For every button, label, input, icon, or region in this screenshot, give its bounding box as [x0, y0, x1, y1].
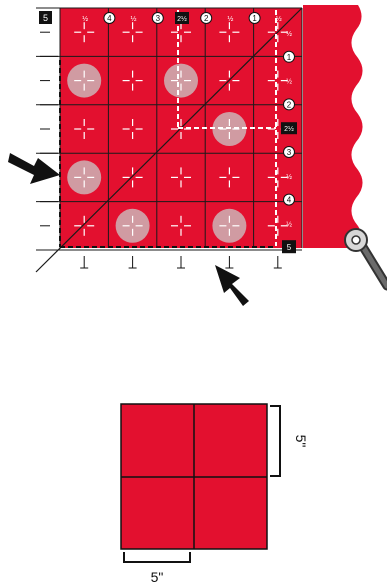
ruler-side-label: ½ [286, 220, 292, 228]
ruler-side-label: 2 [287, 100, 292, 109]
ruler-side-label: ½ [286, 268, 292, 276]
height-dimension [270, 406, 280, 476]
result-block [121, 404, 267, 549]
ruler-side-label: 2½ [284, 125, 294, 133]
ruler-circle [67, 64, 101, 98]
width-dimension [124, 552, 190, 562]
width-label: 5" [151, 569, 164, 585]
ruler-circle [67, 160, 101, 194]
ruler-side-label: 5 [287, 243, 292, 252]
ruler-side-label: ½ [286, 30, 292, 38]
ruler-circle [164, 64, 198, 98]
ruler-top-label: 2 [204, 14, 209, 23]
ruler-top-label: 2½ [177, 15, 187, 23]
ruler-side-label: 3 [287, 148, 292, 157]
ruler-top-label: 1 [252, 14, 257, 23]
height-label: 5" [293, 435, 309, 448]
corner-badge-label: 5 [43, 13, 48, 23]
ruler-top-label: ½ [131, 15, 137, 23]
ruler-top-label: 4 [107, 14, 112, 23]
ruler-top-label: ½ [276, 15, 282, 23]
ruler-circle [212, 209, 246, 243]
ruler-top-label: 3 [156, 14, 161, 23]
ruler-top-label: ½ [82, 15, 88, 23]
ruler-side-label: 4 [287, 196, 292, 205]
rotary-cutter-icon [345, 229, 387, 286]
ruler-top-label: ½ [227, 15, 233, 23]
ruler-side-label: 1 [287, 53, 292, 62]
ruler-side-label: ½ [286, 78, 292, 86]
fabric-strip [303, 5, 363, 248]
ruler-side-label: ½ [286, 173, 292, 181]
ruler-circle [116, 209, 150, 243]
corner-badge: 5 [39, 11, 52, 24]
